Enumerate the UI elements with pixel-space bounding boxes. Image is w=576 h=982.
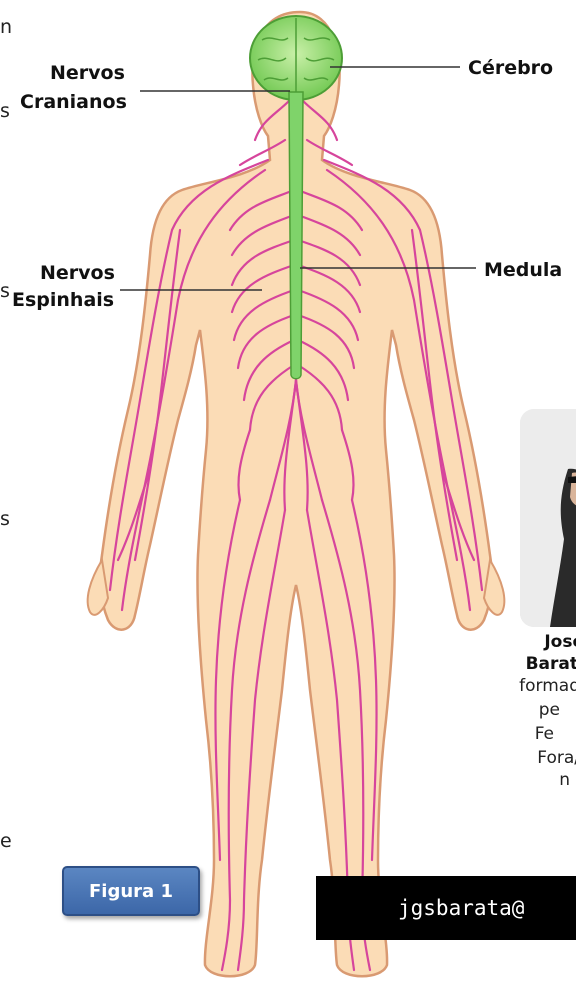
author-name-line2: Barat — [526, 654, 576, 674]
email-bar: jgsbarata@ — [316, 876, 576, 940]
label-nervos-espinhais-line2: Espinhais — [12, 287, 114, 313]
label-cerebro: Cérebro — [468, 55, 553, 81]
author-silhouette — [520, 409, 576, 627]
author-photo — [520, 409, 576, 627]
author-bio-text: Barat formad pe Fe Fora/ n — [420, 630, 576, 790]
label-nervos-cranianos-line1: Nervos — [50, 60, 125, 86]
author-bio-line3: Fe — [535, 724, 554, 744]
author-bio-line5: n — [559, 770, 570, 790]
figure-badge[interactable]: Figura 1 — [62, 866, 200, 916]
author-bio-line4: Fora/ — [537, 748, 576, 768]
label-nervos-cranianos-line2: Cranianos — [20, 89, 127, 115]
label-nervos-espinhais-line1: Nervos — [40, 260, 115, 286]
spinal-cord — [289, 92, 303, 379]
author-bio-line1: formad — [519, 676, 576, 696]
label-medula: Medula — [484, 257, 562, 283]
author-bio-line2: pe — [539, 700, 560, 720]
